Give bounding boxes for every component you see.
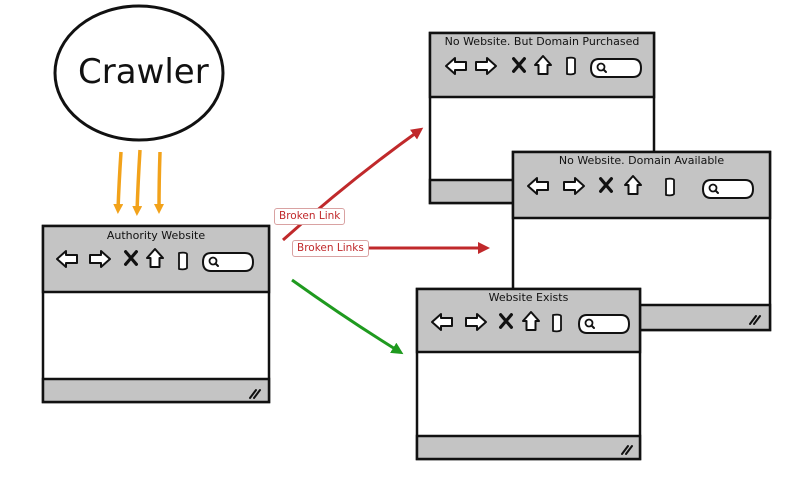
window-title-available: No Website. Domain Available [558,154,725,167]
search-icon [590,58,642,78]
search-icon [578,314,630,334]
search-icon [701,178,755,200]
crawl-arrow-middle [132,149,143,216]
window-authority [41,224,271,404]
window-title-purchased: No Website. But Domain Purchased [444,35,640,48]
bookmark-icon [552,313,562,333]
window-title-authority: Authority Website [106,229,206,242]
window-title-exists: Website Exists [488,291,569,304]
broken-link-arrow-upper [281,127,424,242]
broken-link-label: Broken Link [274,208,346,225]
crawler-node [53,4,225,142]
website-exists-arrow [291,278,404,355]
window-exists [415,287,642,461]
crawl-arrows [113,149,165,216]
crawler-label: Crawler [78,52,209,92]
window-available [511,150,772,332]
broken-links-label: Broken Links [292,240,369,257]
bookmark-icon [566,56,576,76]
bookmark-icon [666,179,674,196]
bookmark-icon [178,251,188,271]
crawl-arrow-left [113,151,124,214]
search-icon [202,252,254,272]
crawl-arrow-right [154,151,165,214]
